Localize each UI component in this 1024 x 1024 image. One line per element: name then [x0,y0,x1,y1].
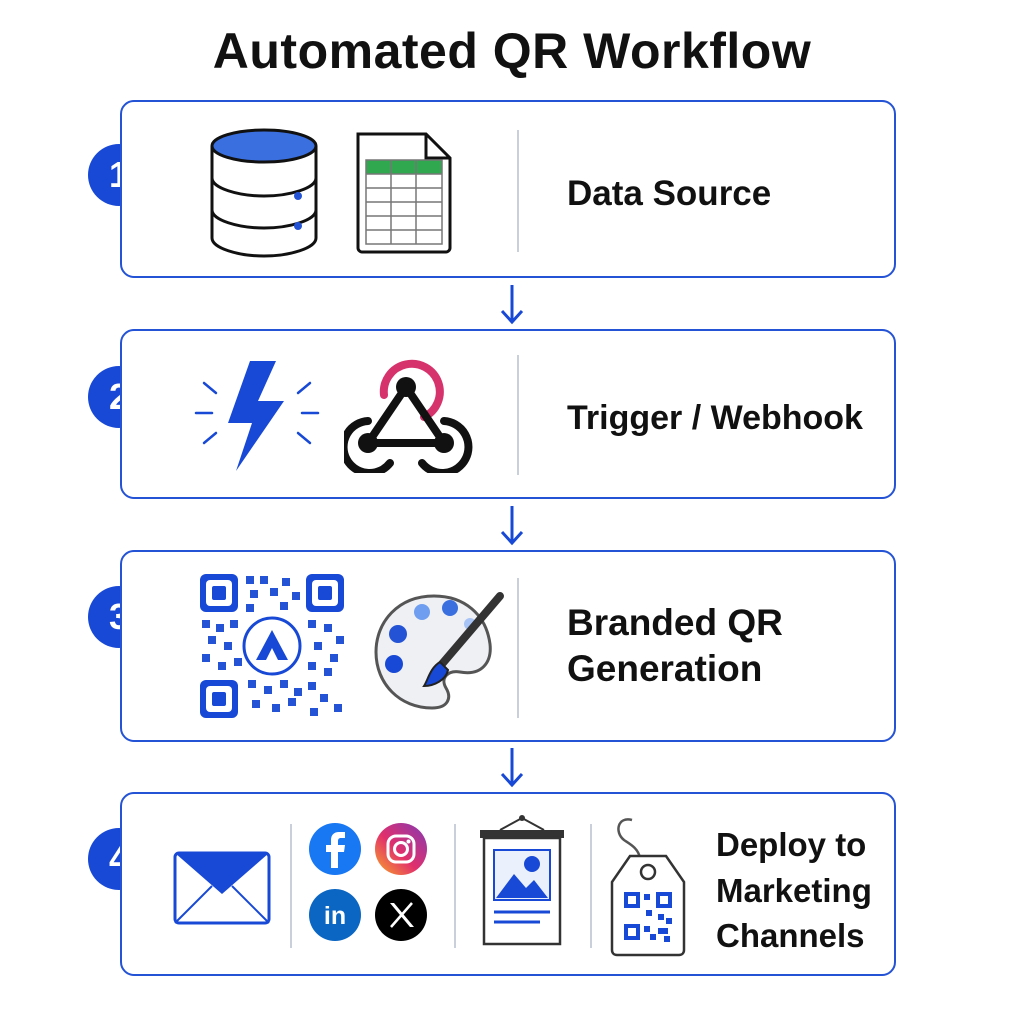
page-title: Automated QR Workflow [212,23,812,79]
step-3-label-line-2: Generation [567,648,763,690]
step-1-divider [517,130,519,252]
step-3-card: Branded QR Generation [120,550,896,742]
arrow-down-icon [500,748,524,788]
qr-tag-icon [610,818,686,957]
paint-palette-icon [374,592,504,710]
step-4-label-line-1: Deploy to [716,826,867,863]
webhook-icon [344,359,473,473]
arrow-down-icon [500,506,524,546]
step-4-divider-2 [454,824,456,948]
step-4-label: Deploy to Marketing Channels [716,822,872,959]
step-3-divider [517,578,519,718]
step-2-label: Trigger / Webhook [567,399,863,437]
step-2-divider [517,355,519,475]
step-3-label: Branded QR Generation [567,600,783,693]
step-1-card: Data Source [120,100,896,278]
step-4-divider-3 [590,824,592,948]
step-4-divider-1 [290,824,292,948]
x-icon [375,889,427,941]
arrow-down-icon [500,285,524,325]
instagram-icon [375,823,427,875]
step-3-label-line-1: Branded QR [567,602,783,643]
svg-text:in: in [324,902,346,930]
step-4-label-line-3: Channels [716,917,865,955]
lightning-bolt-icon [194,361,320,471]
step-2-card: Trigger / Webhook [120,329,896,499]
step-1-label: Data Source [567,174,772,213]
step-4-label-line-2: Marketing [716,871,872,909]
email-icon [173,851,271,925]
database-icon [210,128,318,258]
poster-icon [480,815,564,946]
linkedin-icon: in [309,889,361,941]
qr-code-icon [200,574,344,718]
step-4-card: in Deploy to Marketing Channels [120,792,896,976]
spreadsheet-icon [356,132,452,254]
facebook-icon [309,823,361,875]
